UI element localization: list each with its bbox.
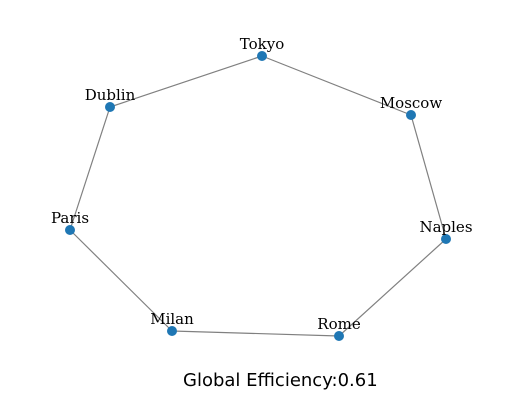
edge-dublin-tokyo: [109, 55, 263, 108]
node-dublin: [105, 102, 115, 112]
node-label-paris: Paris: [51, 209, 89, 227]
global-efficiency-caption: Global Efficiency:0.61: [183, 370, 378, 391]
edges-layer: [69, 55, 447, 337]
node-label-milan: Milan: [150, 310, 194, 328]
edge-paris-dublin: [69, 106, 111, 231]
node-label-moscow: Moscow: [380, 94, 443, 112]
node-tokyo: [257, 51, 267, 61]
node-label-tokyo: Tokyo: [240, 35, 284, 53]
node-moscow: [406, 110, 416, 120]
node-milan: [167, 326, 177, 336]
edge-rome-milan: [171, 330, 340, 337]
node-rome: [334, 331, 344, 341]
edge-milan-paris: [69, 229, 173, 332]
node-paris: [65, 225, 75, 235]
node-label-dublin: Dublin: [85, 86, 136, 104]
edge-moscow-naples: [410, 114, 447, 240]
node-label-rome: Rome: [317, 315, 361, 333]
node-label-naples: Naples: [419, 218, 472, 236]
node-naples: [441, 234, 451, 244]
edge-tokyo-moscow: [261, 55, 412, 116]
nodes-layer: [65, 51, 451, 341]
edge-naples-rome: [338, 238, 447, 337]
